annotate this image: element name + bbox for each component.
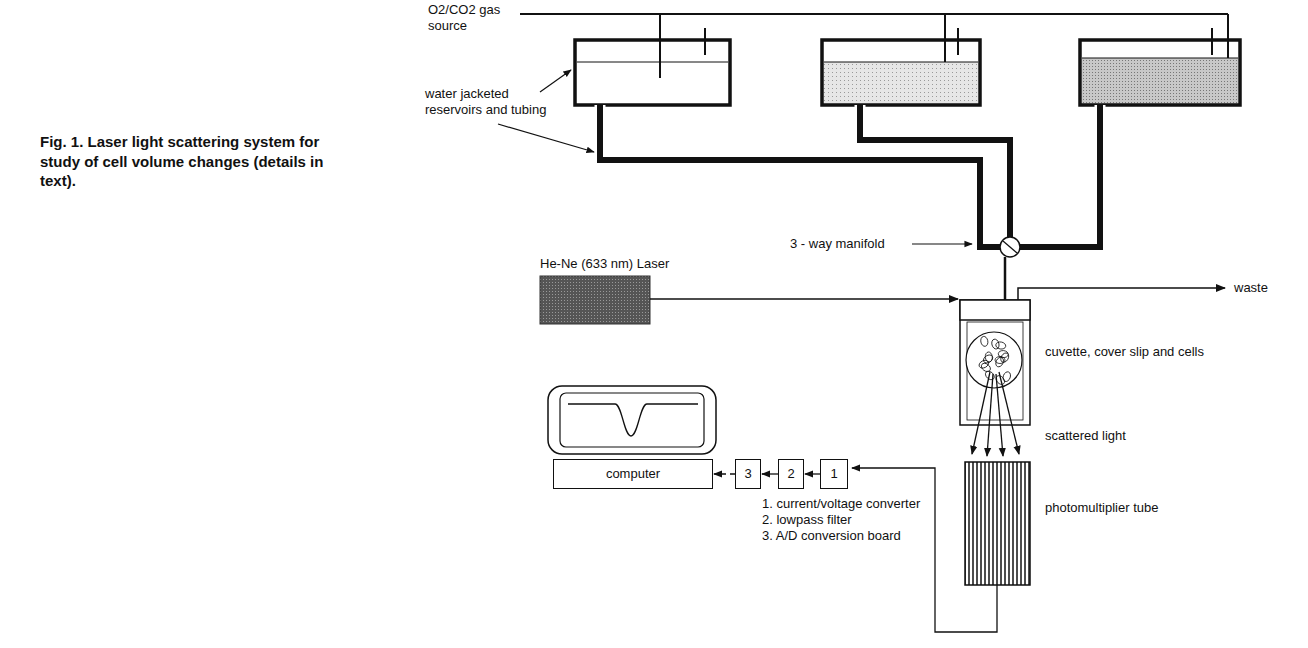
monitor-screen [560, 393, 704, 447]
screen-trace [568, 404, 698, 436]
cuvette-body [960, 300, 1030, 425]
key-entry: 1. current/voltage converter [762, 496, 962, 512]
reservoir [822, 40, 980, 105]
stage-box: 1 [820, 459, 848, 489]
gas-line [520, 13, 1228, 15]
box-text: 1 [830, 467, 837, 482]
box-text: 3 [744, 467, 751, 482]
signal-arrow [805, 473, 820, 474]
leader-arrow [498, 124, 594, 152]
manifold-valve [1000, 237, 1020, 257]
cuvette-label: cuvette, cover slip and cells [1045, 344, 1245, 360]
tubing [860, 105, 1010, 237]
cells [978, 336, 1012, 386]
cell [985, 352, 993, 363]
scatter-ray [987, 374, 993, 456]
detector-label: photomultiplier tube [1045, 500, 1165, 516]
key-entry: 2. lowpass filter [762, 512, 962, 528]
tubing [600, 105, 1000, 247]
leader-arrow [912, 243, 972, 244]
scattered-light [972, 372, 1019, 456]
water-level [1082, 58, 1238, 59]
water-level [577, 62, 728, 63]
photomultiplier-tube [965, 462, 1030, 585]
stage-box: 3 [735, 459, 761, 489]
reservoir-label: water jacketed reservoirs and tubing [425, 86, 565, 117]
gas-line [659, 14, 661, 78]
waste-label: waste [1234, 280, 1294, 296]
key-entry: 3. A/D conversion board [762, 528, 962, 544]
leader-arrow [540, 70, 571, 92]
cell [1002, 371, 1012, 383]
scatter-ray [972, 372, 990, 454]
reservoirs [575, 40, 1240, 105]
cell [978, 359, 990, 370]
cell [995, 341, 1006, 350]
tubing-casing [1020, 105, 1100, 247]
gas-source-label: O2/CO2 gas source [428, 2, 520, 33]
water-level [824, 62, 978, 63]
stage-box: 2 [778, 459, 804, 489]
laser-label: He-Ne (633 nm) Laser [540, 256, 710, 272]
tubing [1020, 105, 1100, 247]
valve-handle [1003, 241, 1017, 253]
cuvette [960, 300, 1030, 425]
reservoir [575, 40, 730, 105]
scatter-label: scattered light [1045, 428, 1175, 444]
cuvette-cap [960, 300, 1030, 320]
tubing-casing [860, 105, 1010, 237]
scatter-ray [999, 372, 1019, 454]
laser [540, 276, 650, 324]
cell [999, 352, 1010, 364]
reservoir-liquid [824, 62, 978, 104]
waste-line [1018, 288, 1225, 300]
tubing [600, 105, 1100, 247]
reservoir [1080, 40, 1240, 105]
laser-beam [650, 298, 958, 300]
box-text: computer [606, 467, 660, 482]
cell-layer [966, 332, 1022, 388]
figure-caption: Fig. 1. Laser light scattering system fo… [40, 132, 332, 191]
computer-box: computer [553, 459, 713, 489]
manifold-label: 3 - way manifold [790, 236, 912, 252]
inflow-tube [1004, 257, 1007, 300]
box-text: 2 [787, 467, 794, 482]
signal-wire [852, 468, 997, 632]
cover-slip [967, 322, 1023, 420]
reservoir-liquid [1082, 58, 1238, 104]
cell [980, 336, 989, 347]
tubing-casing [600, 105, 1000, 247]
signal-arrow [714, 473, 735, 474]
signal-arrow [762, 473, 778, 474]
computer-monitor [548, 386, 716, 454]
cell [991, 338, 1000, 350]
leader-lines [498, 70, 972, 244]
monitor-case [548, 386, 716, 454]
